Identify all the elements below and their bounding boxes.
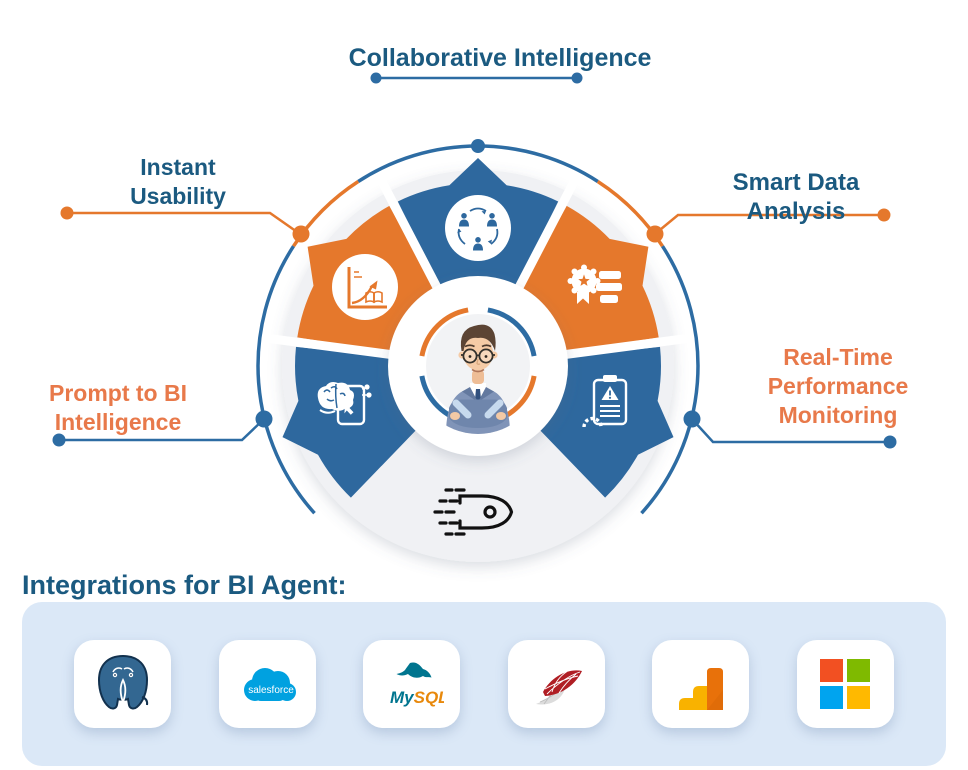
bi-agent-wheel-canvas — [52, 72, 897, 562]
separator — [558, 333, 692, 360]
integration-tile-sqlserver — [507, 640, 605, 728]
integration-tile-postgresql — [74, 640, 171, 728]
outer-arc-left-orange — [292, 180, 360, 248]
mysql-icon: MySQL — [390, 662, 444, 707]
prompt-connector — [52, 410, 273, 447]
rocket-speed-icon — [433, 488, 514, 536]
collaborative-connector — [370, 72, 583, 84]
callout-label: Monitoring — [778, 402, 898, 428]
segment-icons — [317, 195, 628, 428]
gear-star-badge-icon — [567, 264, 622, 304]
postgresql-icon — [97, 654, 148, 710]
connector-dot — [52, 433, 66, 447]
connector-line — [59, 418, 265, 442]
outer-ring — [256, 139, 700, 515]
connector-dot — [883, 435, 897, 449]
salesforce-icon: salesforce — [244, 668, 297, 701]
avatar-hair — [460, 324, 496, 351]
wedge-realtime-monitoring — [539, 346, 674, 498]
separator — [511, 173, 582, 296]
outer-arc-left-blue — [256, 245, 316, 515]
separator — [374, 173, 445, 296]
gauge — [582, 416, 603, 428]
connector-line — [67, 211, 301, 236]
separator — [264, 333, 398, 360]
growth-chart-book-icon — [332, 254, 398, 320]
sqlserver-icon — [536, 670, 583, 705]
mysql-wordmark: MySQL — [390, 688, 444, 707]
salesforce-wordmark: salesforce — [248, 685, 294, 696]
google-analytics-icon — [678, 668, 723, 710]
callout-label: Collaborative Intelligence — [348, 44, 652, 72]
callout-label: Prompt to BI — [49, 380, 187, 406]
callout-prompt-to-bi: Prompt to BI Intelligence — [49, 379, 187, 437]
connector-dot — [370, 72, 382, 84]
integration-tile-microsoft — [796, 640, 894, 728]
star — [578, 274, 590, 286]
connector-dot — [571, 72, 583, 84]
callout-collaborative-intelligence: Collaborative Intelligence — [349, 44, 652, 73]
callout-label: Smart Data Analysis — [732, 169, 860, 225]
callout-instant-usability: Instant Usability — [130, 153, 226, 211]
integration-bar: salesforce MySQL — [22, 602, 946, 766]
integrations-heading: Integrations for BI Agent: — [22, 570, 347, 600]
callout-label: Intelligence — [54, 409, 182, 435]
people-cycle-icon — [445, 195, 511, 261]
clipboard-alert-gauge-icon — [582, 375, 628, 428]
wedge-separators — [264, 173, 692, 360]
bi-agent-avatar — [446, 324, 510, 434]
callout-label: Instant — [140, 154, 216, 180]
instant-connector — [60, 206, 310, 243]
integration-tile-google-analytics — [652, 640, 750, 728]
callout-connectors — [52, 72, 897, 449]
callout-smart-data-analysis: Smart Data Analysis — [710, 168, 882, 226]
wedge-prompt-to-bi — [282, 346, 417, 498]
outer-arc-right-blue — [640, 245, 700, 515]
connector-line — [654, 213, 884, 235]
integration-tile-salesforce: salesforce — [218, 640, 316, 728]
ribbon — [577, 292, 589, 304]
connector-dot — [877, 208, 891, 222]
mysql-dolphin — [396, 662, 432, 678]
callout-realtime-monitoring: Real-Time Performance Monitoring — [768, 343, 909, 430]
outer-arc-right-orange — [596, 180, 664, 248]
callout-label: Usability — [130, 183, 226, 209]
brain-prompt-tablet-icon — [317, 382, 372, 426]
callout-label: Performance — [767, 373, 909, 399]
icon-circle — [445, 195, 511, 261]
icon-circle — [332, 254, 398, 320]
microsoft-icon — [820, 659, 871, 709]
connector-dot — [60, 206, 74, 220]
connector-line — [691, 418, 890, 444]
ring-dot-top — [471, 139, 485, 153]
callout-label: Real-Time — [783, 344, 893, 370]
cursor — [344, 403, 354, 415]
integration-tile-mysql: MySQL — [363, 640, 461, 728]
